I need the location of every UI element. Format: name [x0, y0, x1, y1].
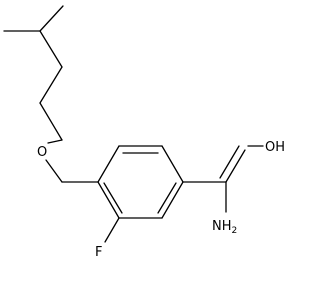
bond-chain-2: [39, 66, 63, 104]
amidoxime-group: [182, 145, 264, 213]
fluorine-label: F: [95, 245, 102, 260]
hydroxyl-label: OH: [265, 140, 285, 155]
ring-double-2: [157, 182, 177, 214]
bond-ring-f: [104, 217, 120, 243]
bond-chain-3: [39, 102, 63, 141]
bond-o-ch2: [45, 159, 63, 183]
ether-oxygen-label: O: [37, 145, 47, 160]
bond-c-n-double-1: [225, 149, 246, 183]
ether-linker: [45, 159, 99, 183]
amine-main: NH: [212, 219, 232, 234]
ring-bond-d: [161, 181, 184, 219]
ring-bond-f: [97, 181, 120, 219]
benzene-ring: [97, 145, 184, 219]
chemical-structure: O F OH NH2: [3, 5, 285, 260]
amine-label: NH2: [212, 219, 237, 236]
bond-chain-1: [39, 30, 63, 68]
ring-bond-a: [97, 145, 120, 183]
ring-double-3: [103, 182, 123, 214]
bond-c-n-double-2: [219, 145, 240, 179]
amine-subscript: 2: [232, 226, 238, 236]
bond-chain-to-o: [47, 139, 63, 144]
isopentyl-chain: [3, 5, 64, 144]
bond-methyl-top: [39, 5, 64, 32]
ring-bond-c: [161, 145, 184, 183]
